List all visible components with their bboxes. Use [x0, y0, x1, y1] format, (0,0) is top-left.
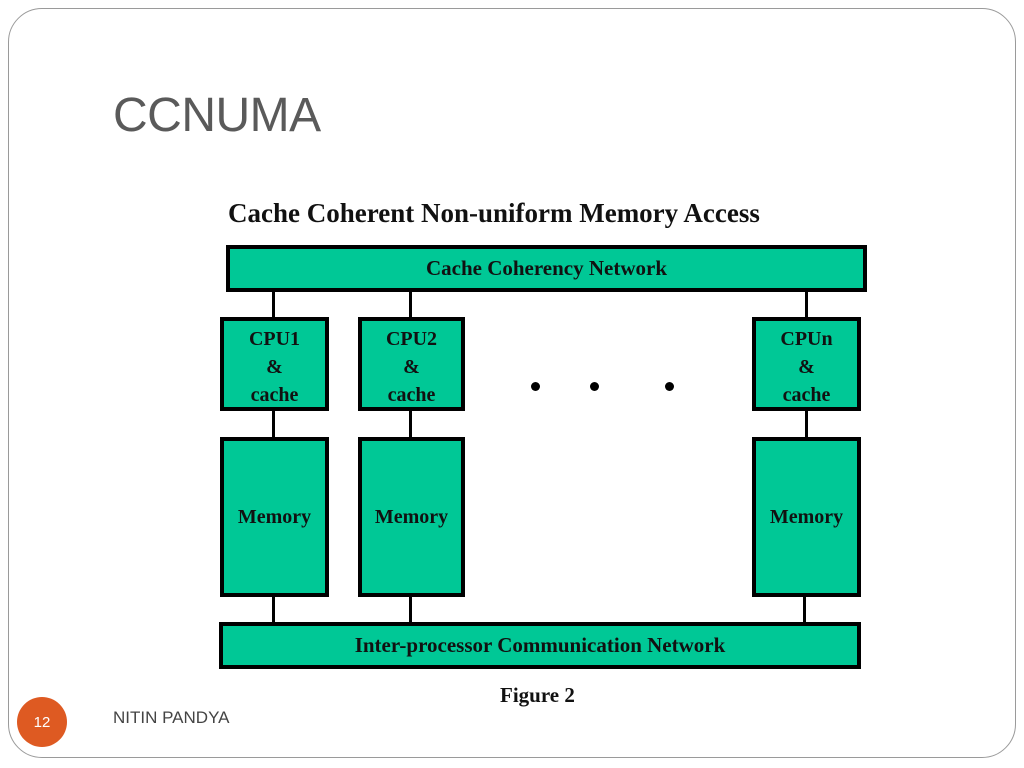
cpu-amp: & — [798, 356, 815, 378]
memory-label: Memory — [374, 505, 449, 528]
memory-box-n: Memory — [752, 437, 861, 597]
connector-line — [409, 408, 412, 440]
memory-box-2: Memory — [358, 437, 465, 597]
cache-coherency-network-label: Cache Coherency Network — [425, 256, 668, 280]
cpu-label: CPU1 — [248, 328, 301, 350]
inter-processor-network-label: Inter-processor Communication Network — [354, 633, 726, 657]
memory-label: Memory — [769, 505, 844, 528]
cpu-cache-box-2: CPU2 & cache — [358, 317, 465, 411]
cpu-cache-label: cache — [250, 384, 299, 406]
cpu-label: CPUn — [780, 328, 833, 350]
memory-box-1: Memory — [220, 437, 329, 597]
connector-line — [805, 408, 808, 440]
slide-number-badge: 12 — [17, 697, 67, 747]
connector-line — [409, 594, 412, 626]
connector-line — [272, 290, 275, 320]
ellipsis-dot — [590, 382, 599, 391]
ellipsis-dot — [531, 382, 540, 391]
cpu-label: CPU2 — [385, 328, 438, 350]
inter-processor-network: Inter-processor Communication Network — [219, 622, 861, 669]
diagram-title: Cache Coherent Non-uniform Memory Access — [228, 198, 760, 228]
connector-line — [272, 408, 275, 440]
slide-number: 12 — [33, 713, 51, 731]
cpu-amp: & — [403, 356, 420, 378]
cpu-amp: & — [266, 356, 283, 378]
connector-line — [409, 290, 412, 320]
cache-coherency-network: Cache Coherency Network — [226, 245, 867, 292]
connector-line — [272, 594, 275, 626]
ellipsis-dot — [665, 382, 674, 391]
cpu-cache-box-n: CPUn & cache — [752, 317, 861, 411]
footer-author: NITIN PANDYA — [113, 708, 230, 727]
cpu-cache-box-1: CPU1 & cache — [220, 317, 329, 411]
slide-title: CCNUMA — [113, 89, 321, 142]
memory-label: Memory — [237, 505, 312, 528]
connector-line — [803, 594, 806, 626]
cpu-cache-label: cache — [782, 384, 831, 406]
connector-line — [805, 290, 808, 320]
cpu-cache-label: cache — [387, 384, 436, 406]
figure-caption: Figure 2 — [500, 683, 575, 707]
